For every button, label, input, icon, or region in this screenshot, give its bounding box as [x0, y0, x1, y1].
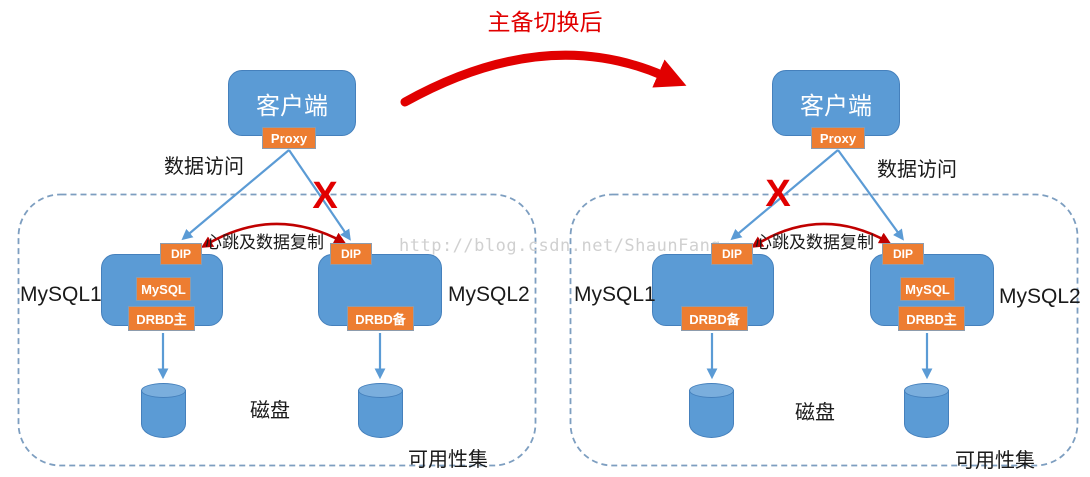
mysql1-label-after: MySQL1: [574, 283, 656, 306]
heartbeat-arc-before: [200, 222, 347, 248]
link-proxy-mysql1-before: [181, 149, 290, 241]
disk-cylinder-top: [141, 383, 186, 398]
disk-cylinder-body: [689, 390, 734, 438]
heartbeat-label-after: 心跳及数据复制: [755, 233, 874, 253]
data-access-label-before: 数据访问: [164, 154, 244, 178]
drbd-box-mysql1-before: DRBD主: [128, 306, 195, 331]
link-proxy-mysql2-after: [837, 149, 904, 241]
disk-cylinder-mysql1-after: [689, 383, 734, 438]
disk-cylinder-mysql2-after: [904, 383, 949, 438]
mysql2-label-after: MySQL2: [999, 285, 1081, 308]
dip-box-mysql2-before: DIP: [330, 243, 372, 265]
failover-arrow: [400, 50, 687, 107]
data-access-label-after: 数据访问: [877, 157, 957, 181]
figure-title: 主备切换后: [487, 10, 603, 36]
disk-cylinder-mysql1-before: [141, 383, 186, 438]
mysql1-label-before: MySQL1: [20, 283, 102, 306]
disk-cylinder-top: [689, 383, 734, 398]
proxy-box-after: Proxy: [811, 127, 865, 149]
drbd-box-mysql2-before: DRBD备: [347, 306, 414, 331]
failed-link-x-before: X: [312, 175, 338, 217]
heartbeat-label-before: 心跳及数据复制: [205, 233, 324, 253]
disk-label-before: 磁盘: [250, 398, 290, 422]
availability-set-border-before: [17, 193, 537, 467]
disk-cylinder-top: [904, 383, 949, 398]
mysql-service-box-after: MySQL: [900, 277, 955, 301]
link-proxy-mysql2-before: [288, 149, 351, 241]
proxy-box-before: Proxy: [262, 127, 316, 149]
drbd-box-mysql2-after: DRBD主: [898, 306, 965, 331]
link-proxy-mysql1-after: [730, 149, 839, 241]
drbd-box-mysql1-after: DRBD备: [681, 306, 748, 331]
disk-cylinder-mysql2-before: [358, 383, 403, 438]
dip-box-mysql2-after: DIP: [882, 243, 924, 265]
disk-cylinder-body: [358, 390, 403, 438]
dip-box-mysql1-before: DIP: [160, 243, 202, 265]
disk-cylinder-top: [358, 383, 403, 398]
availability-set-label-after: 可用性集: [955, 448, 1035, 472]
mysql2-label-before: MySQL2: [448, 283, 530, 306]
dip-box-mysql1-after: DIP: [711, 243, 753, 265]
mysql-service-box-before: MySQL: [136, 277, 191, 301]
heartbeat-arc-after: [750, 222, 892, 248]
watermark: http://blog.csdn.net/ShaunFang: [399, 236, 722, 256]
disk-cylinder-body: [141, 390, 186, 438]
disk-label-after: 磁盘: [795, 400, 835, 424]
client-box-before: 客户端: [228, 70, 356, 136]
disk-cylinder-body: [904, 390, 949, 438]
availability-set-border-after: [569, 193, 1079, 467]
availability-set-label-before: 可用性集: [408, 447, 488, 471]
failed-link-x-after: X: [765, 173, 791, 215]
